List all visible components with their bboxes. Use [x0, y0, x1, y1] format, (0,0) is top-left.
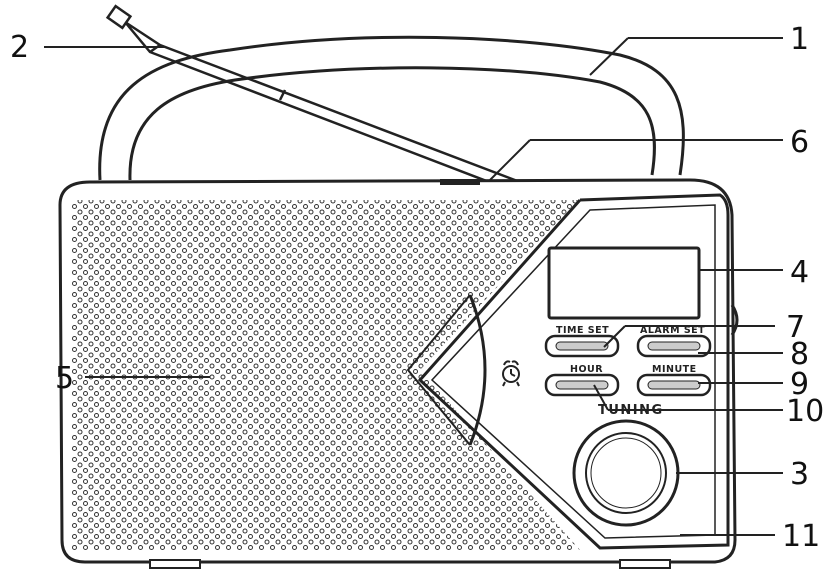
callout-3: 3 [790, 457, 809, 492]
time-set-label: TIME SET [556, 325, 609, 336]
callout-lines [44, 37, 783, 536]
minute-button[interactable] [636, 373, 712, 397]
antenna [105, 4, 523, 192]
callout-8: 8 [790, 337, 809, 372]
carrying-handle[interactable] [98, 35, 685, 181]
hour-label: HOUR [570, 364, 603, 375]
callout-4: 4 [790, 255, 809, 290]
callout-9: 9 [790, 367, 809, 402]
foot-right [619, 559, 671, 569]
control-panel [406, 193, 730, 550]
callout-2: 2 [10, 30, 29, 65]
alarm-set-label: ALARM SET [640, 325, 705, 336]
alarm-set-button[interactable] [636, 334, 712, 358]
callout-5: 5 [55, 361, 74, 396]
tuning-knob[interactable] [572, 419, 680, 527]
side-knob [730, 304, 739, 336]
time-set-button[interactable] [544, 334, 620, 358]
minute-label: MINUTE [652, 364, 697, 375]
callout-1: 1 [790, 22, 809, 57]
speaker-grille [72, 200, 580, 550]
callout-11: 11 [782, 519, 820, 554]
callout-10: 10 [786, 394, 824, 429]
lcd-display [547, 246, 701, 320]
callout-6: 6 [790, 125, 809, 160]
foot-left [149, 559, 201, 569]
callout-7: 7 [786, 310, 805, 345]
alarm-clock-icon [502, 360, 520, 387]
hour-button[interactable] [544, 373, 620, 397]
